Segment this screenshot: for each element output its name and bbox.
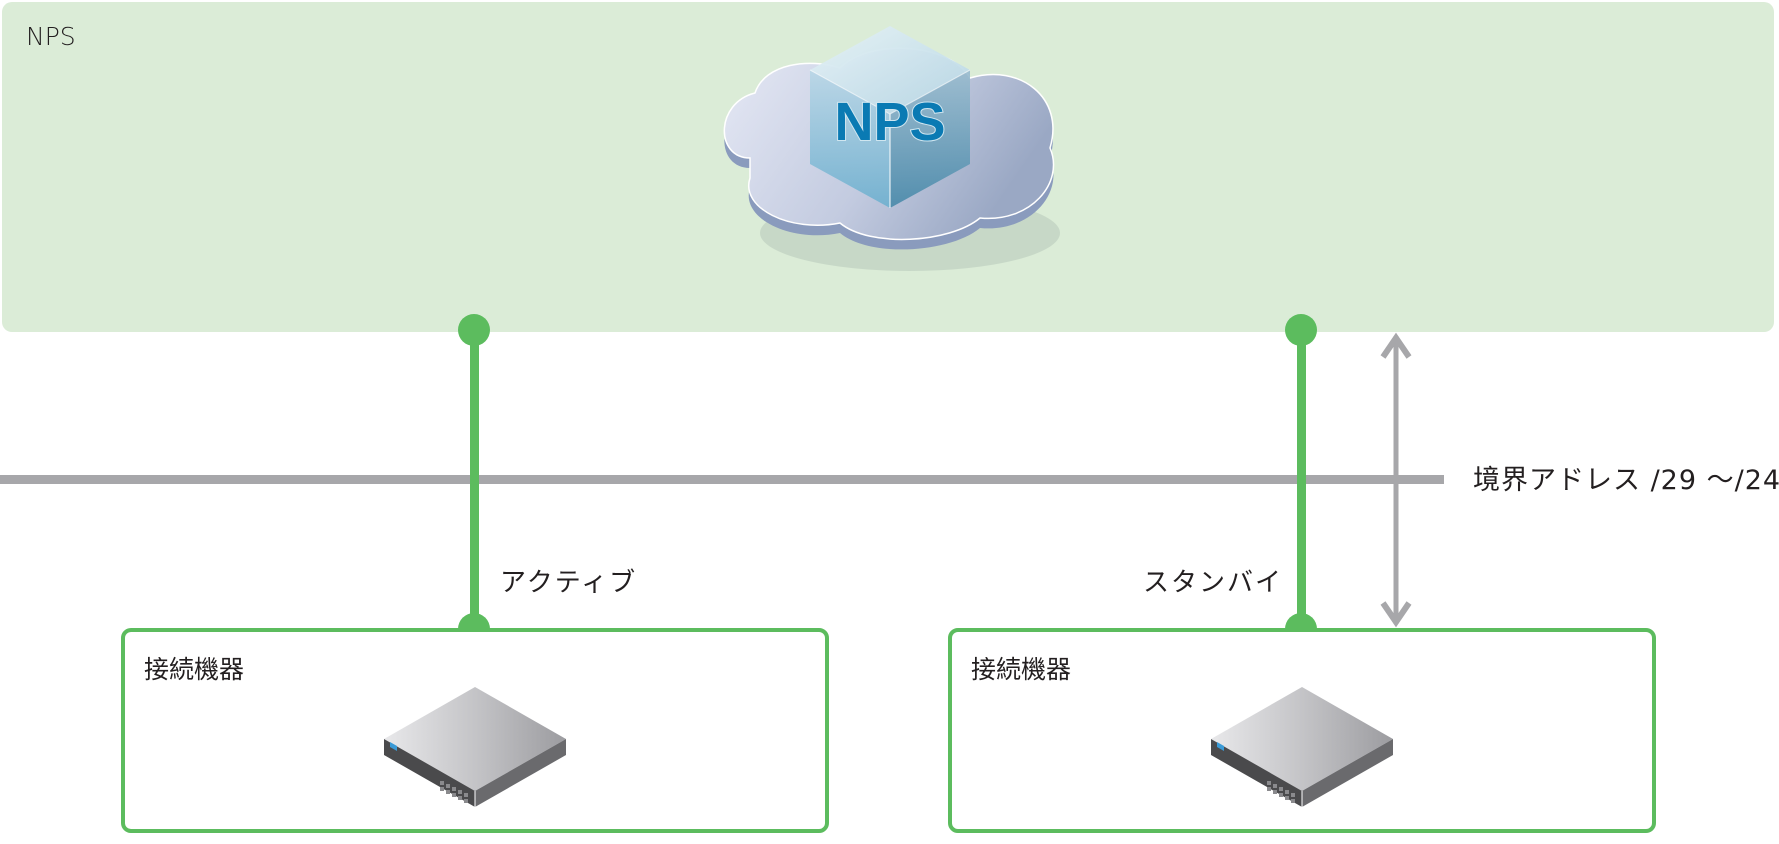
standby-link-line bbox=[1297, 330, 1306, 630]
boundary-line bbox=[0, 475, 1444, 484]
double-arrow-icon bbox=[1380, 332, 1412, 628]
standby-link-label: スタンバイ bbox=[1143, 568, 1284, 598]
nps-cube: NPS bbox=[809, 26, 971, 208]
network-switch-icon bbox=[384, 687, 566, 807]
network-switch-icon bbox=[1211, 687, 1393, 807]
standby-link-top-node bbox=[1285, 314, 1317, 346]
active-link-line bbox=[470, 330, 479, 630]
nps-panel-title: NPS bbox=[26, 22, 76, 51]
nps-cloud-cube-icon: NPS bbox=[723, 26, 1060, 271]
nps-cube-text: NPS bbox=[834, 92, 945, 152]
device-label-standby: 接続機器 bbox=[971, 655, 1072, 684]
boundary-address-label: 境界アドレス /29 ～/24 bbox=[1473, 465, 1779, 496]
active-link-label: アクティブ bbox=[500, 568, 638, 598]
device-label-active: 接続機器 bbox=[144, 655, 245, 684]
active-link-top-node bbox=[458, 314, 490, 346]
